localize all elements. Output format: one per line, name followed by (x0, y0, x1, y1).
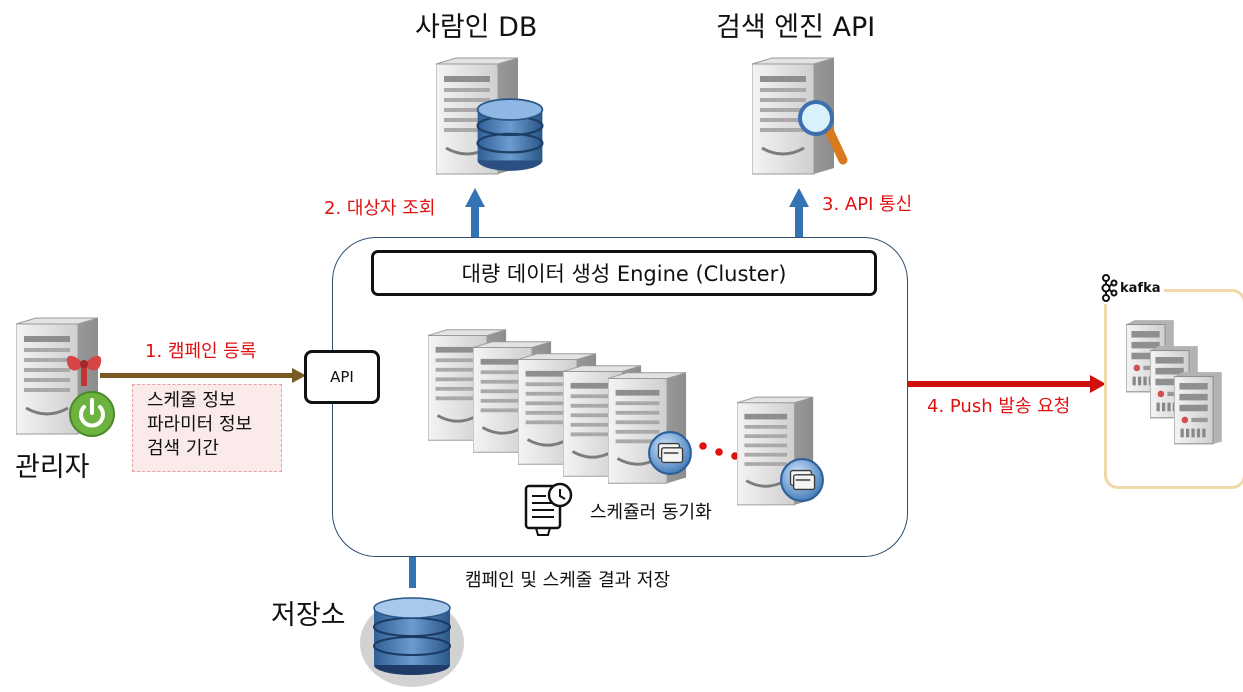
kafka-logo: kafka (1094, 272, 1164, 304)
spring-power-icon (69, 391, 115, 437)
kafka-server-3 (1174, 371, 1223, 445)
engine-title-box: 대량 데이터 생성 Engine (Cluster) (371, 250, 877, 296)
api-label: API (330, 368, 354, 386)
storage-disk-icon (360, 597, 464, 687)
campaign-params-box: 스케줄 정보 파라미터 정보 검색 기간 (132, 384, 282, 472)
engine-title: 대량 데이터 생성 Engine (Cluster) (461, 262, 787, 286)
search-api-server (752, 56, 848, 176)
search-api-label: 검색 엔진 API (716, 12, 876, 43)
step1-label: 1. 캠페인 등록 (145, 341, 257, 362)
step3-label: 3. API 통신 (822, 194, 913, 215)
ellipsis-dots (699, 442, 739, 460)
storage-note-label: 캠페인 및 스케줄 결과 저장 (465, 570, 671, 591)
magnifier-icon (798, 100, 848, 165)
storage-label: 저장소 (271, 600, 346, 631)
api-endpoint-box: API (304, 350, 380, 404)
arrow-step3 (789, 188, 809, 237)
param-schedule: 스케줄 정보 (147, 390, 236, 411)
storage-connector (409, 555, 416, 588)
gift-ribbon-icon (66, 355, 102, 386)
arrow-step1 (100, 368, 306, 383)
step4-label: 4. Push 발송 요청 (927, 396, 1071, 417)
param-parameters: 파라미터 정보 (147, 413, 253, 435)
kafka-logo-text: kafka (1120, 281, 1161, 296)
admin-label: 관리자 (15, 452, 90, 483)
schedule-document-icon (524, 482, 573, 536)
arrow-step2 (465, 188, 485, 237)
kafka-logo-icon: kafka (1101, 274, 1161, 302)
arrow-step4 (907, 375, 1106, 393)
step2-label: 2. 대상자 조회 (324, 198, 436, 219)
admin-server (16, 316, 115, 437)
people-db-label: 사람인 DB (415, 12, 538, 43)
scheduler-sync-label: 스케쥴러 동기화 (590, 502, 712, 523)
param-search-period: 검색 기간 (147, 437, 219, 459)
